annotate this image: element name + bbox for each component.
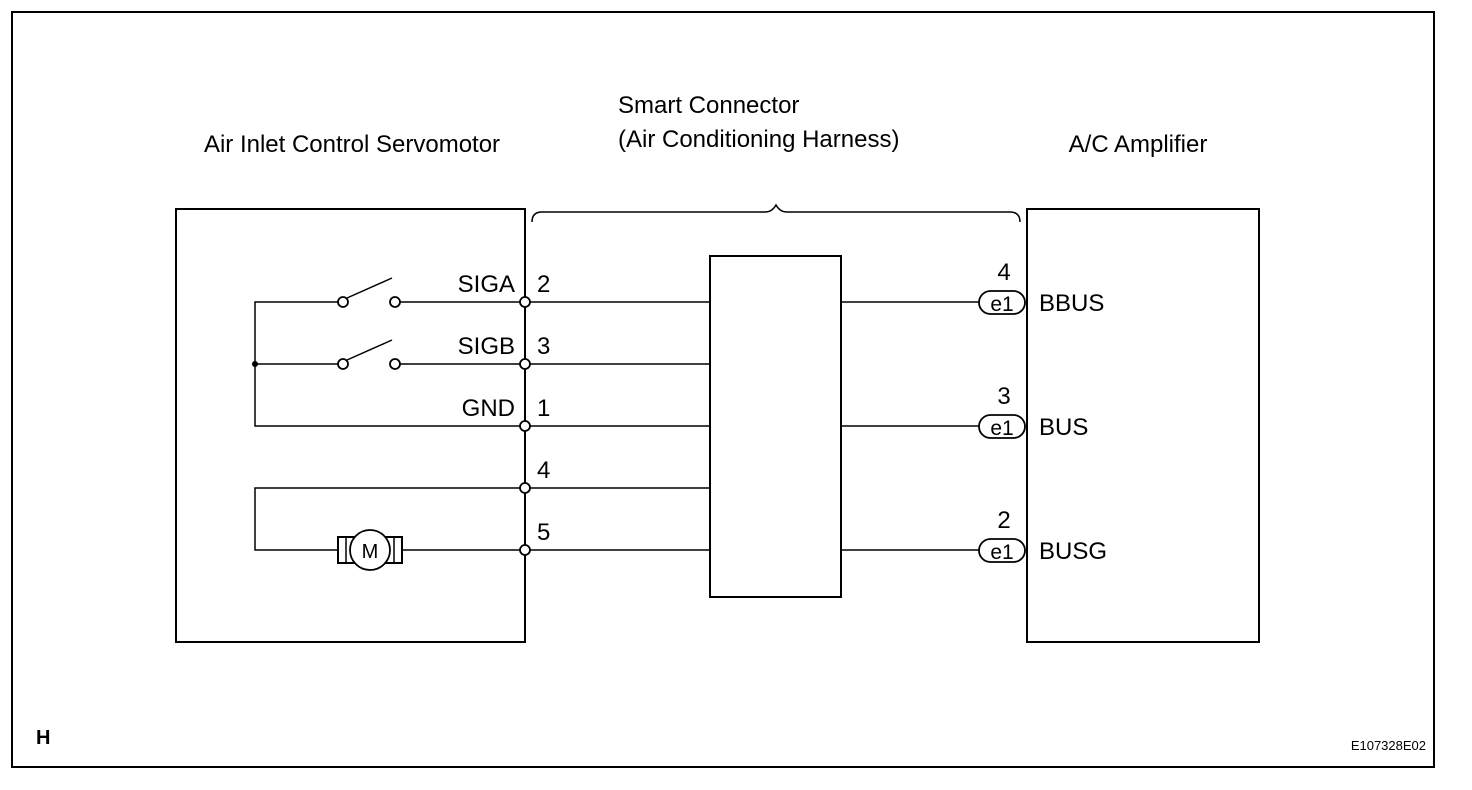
corner-letter: H — [36, 727, 50, 749]
amp-pin-number-2: 2 — [997, 507, 1010, 534]
pin-name-gnd: GND — [462, 395, 515, 422]
pin-number-1: 1 — [537, 395, 550, 422]
pin-number-3: 3 — [537, 333, 550, 360]
connector-e1-bus: e1 — [978, 414, 1026, 440]
pin-number-2: 2 — [537, 271, 550, 298]
servomotor-title: Air Inlet Control Servomotor — [204, 131, 500, 158]
pin-number-5: 5 — [537, 519, 550, 546]
smart-connector-subtitle: (Air Conditioning Harness) — [618, 126, 899, 153]
switch-a — [337, 277, 525, 308]
smart-connector-title: Smart Connector — [618, 92, 799, 119]
switch-b — [337, 339, 525, 370]
figure-code: E107328E02 — [1351, 738, 1426, 753]
terminal-gnd — [519, 420, 531, 432]
amp-pin-name-bbus: BBUS — [1039, 290, 1104, 317]
amp-pin-name-bus: BUS — [1039, 414, 1088, 441]
pin-name-siga: SIGA — [458, 271, 515, 298]
outer-frame — [11, 11, 1435, 768]
amplifier-box — [1026, 208, 1260, 643]
amp-pin-name-busg: BUSG — [1039, 538, 1107, 565]
connector-e1-bbus: e1 — [978, 290, 1026, 316]
smart-connector-box — [709, 255, 842, 598]
svg-text:e1: e1 — [990, 541, 1013, 564]
terminal-siga — [519, 296, 531, 308]
amp-pin-number-3: 3 — [997, 383, 1010, 410]
terminal-sigb — [519, 358, 531, 370]
connector-e1-busg: e1 — [978, 538, 1026, 564]
motor-symbol: M — [337, 529, 403, 571]
terminal-pin4 — [519, 482, 531, 494]
terminal-pin5 — [519, 544, 531, 556]
motor-loop-wire — [254, 487, 525, 551]
harness-brace — [531, 203, 1021, 223]
amp-pin-number-4: 4 — [997, 259, 1010, 286]
svg-text:e1: e1 — [990, 293, 1013, 316]
motor-label: M — [362, 541, 379, 563]
amplifier-title: A/C Amplifier — [1069, 131, 1208, 158]
svg-text:e1: e1 — [990, 417, 1013, 440]
junction-dot — [252, 361, 258, 367]
pin-number-4: 4 — [537, 457, 550, 484]
pin-name-sigb: SIGB — [458, 333, 515, 360]
